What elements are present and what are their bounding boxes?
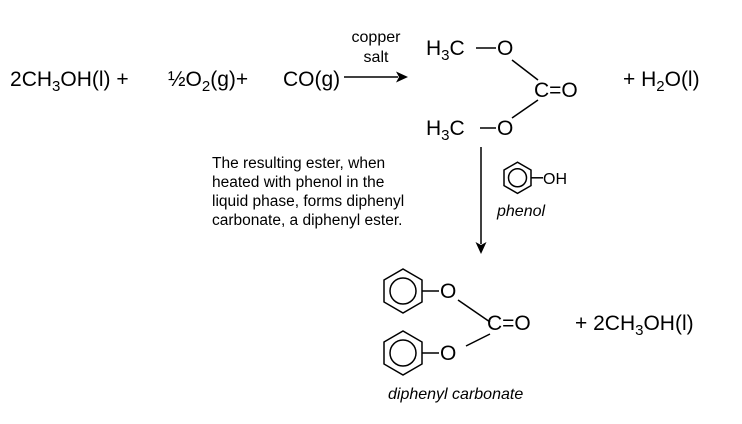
catalyst-label-line2: salt	[364, 49, 389, 66]
phenol-structure: OH	[503, 161, 567, 195]
note-line-1: The resulting ester, when	[212, 155, 385, 172]
note-line-4: carbonate, a diphenyl ester.	[212, 212, 402, 229]
ester-oxygen-bottom: O	[497, 117, 513, 140]
ester-oxygen-bottom: O	[440, 342, 456, 365]
benzene-ring-icon	[383, 330, 423, 376]
ester-oxygen-top: O	[497, 37, 513, 60]
methyl-group-top: H3C	[426, 37, 465, 64]
reactant-methanol: 2CH3OH(l) +	[10, 68, 129, 95]
diphenyl-carbonate-structure: O C=O O	[383, 268, 531, 376]
carbonyl-group: C=O	[534, 79, 578, 102]
benzene-ring-icon	[383, 268, 423, 314]
product-water: + H2O(l)	[623, 68, 700, 95]
note-line-2: heated with phenol in the	[212, 174, 384, 191]
phenol-label: phenol	[496, 203, 545, 220]
benzene-ring-icon	[503, 161, 532, 195]
hydroxyl-group: OH	[543, 171, 567, 188]
catalyst-label-line1: copper	[352, 29, 402, 46]
note-line-3: liquid phase, forms diphenyl	[212, 193, 404, 210]
reactant-oxygen: ½O2(g)+	[168, 68, 248, 95]
carbonyl-group: C=O	[487, 312, 531, 335]
reaction-arrow-right	[344, 71, 408, 83]
dimethyl-carbonate-structure: H3C O C=O H3C O	[426, 37, 578, 144]
methyl-group-bottom: H3C	[426, 117, 465, 144]
product-methanol: + 2CH3OH(l)	[575, 312, 694, 339]
ester-oxygen-top: O	[440, 280, 456, 303]
diphenyl-carbonate-label: diphenyl carbonate	[388, 386, 523, 403]
reaction-arrow-down	[475, 147, 487, 254]
reactant-carbon-monoxide: CO(g)	[283, 68, 340, 91]
